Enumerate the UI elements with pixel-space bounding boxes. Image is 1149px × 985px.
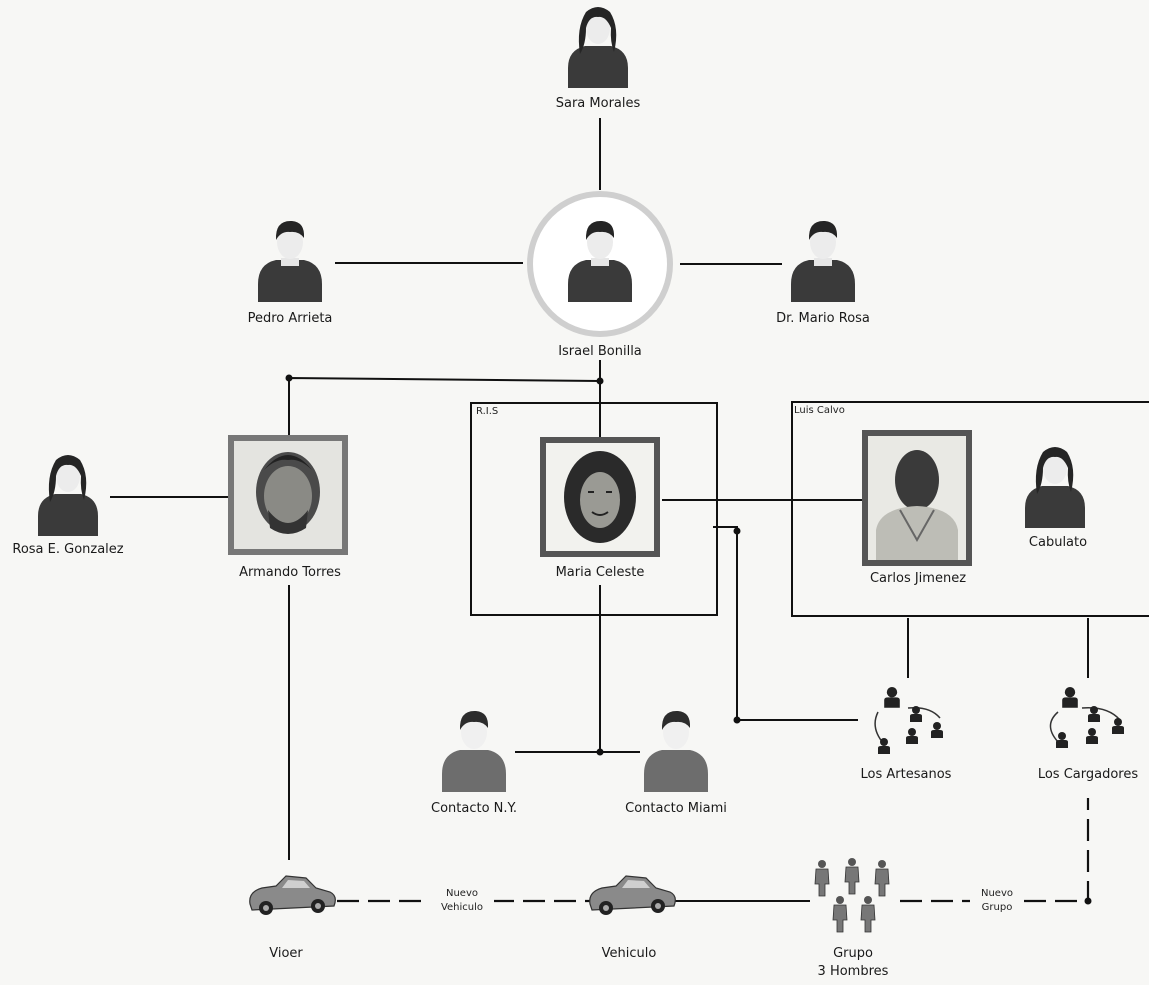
svg-text:Nuevo: Nuevo — [446, 888, 478, 899]
person-female-icon — [568, 7, 628, 88]
node-mario-rosa[interactable]: Dr. Mario Rosa — [776, 220, 870, 326]
node-label-2: 3 Hombres — [818, 964, 889, 979]
node-los-artesanos[interactable]: Los Artesanos — [861, 687, 952, 782]
svg-text:Vehiculo: Vehiculo — [441, 902, 483, 913]
group-box-luis-calvo — [791, 401, 1149, 617]
node-vehiculo-1[interactable]: Vioer — [249, 875, 336, 961]
node-sara-morales[interactable]: Sara Morales — [556, 7, 641, 111]
car-icon — [589, 875, 676, 916]
node-label: Rosa E. Gonzalez — [12, 542, 123, 557]
node-label: Dr. Mario Rosa — [776, 311, 870, 326]
person-male-icon — [791, 220, 855, 302]
svg-text:Nuevo: Nuevo — [981, 888, 1013, 899]
svg-text:Grupo: Grupo — [982, 902, 1013, 913]
node-label: Los Cargadores — [1038, 767, 1139, 782]
node-label: Grupo — [833, 946, 873, 961]
node-label: Sara Morales — [556, 96, 641, 111]
node-cabulato[interactable]: Cabulato — [1025, 447, 1087, 550]
node-label: Maria Celeste — [556, 565, 645, 580]
edge-label-nuevo-grupo: Nuevo Grupo — [970, 884, 1024, 914]
person-male-icon — [644, 710, 708, 792]
node-label: Vioer — [269, 946, 303, 961]
node-rosa-gonzalez[interactable]: Rosa E. Gonzalez — [12, 455, 124, 557]
car-icon — [249, 875, 336, 916]
node-label: Pedro Arrieta — [248, 311, 333, 326]
node-los-cargadores[interactable]: Los Cargadores — [1038, 687, 1139, 782]
node-vehiculo-2[interactable]: Vehiculo — [589, 875, 676, 961]
edge-label-nuevo-vehiculo: Nuevo Vehiculo — [430, 884, 494, 914]
node-label: Vehiculo — [602, 946, 657, 961]
men-group-icon — [814, 857, 890, 933]
group-network-icon — [1049, 687, 1124, 748]
node-israel-bonilla[interactable]: Israel Bonilla — [527, 191, 673, 359]
node-label: Carlos Jimenez — [870, 571, 966, 586]
node-contacto-miami[interactable]: Contacto Miami — [625, 710, 727, 816]
node-armando-torres[interactable]: Armando Torres — [228, 435, 348, 580]
person-male-icon — [442, 710, 506, 792]
edge-israel-armando — [288, 376, 601, 435]
node-label: Israel Bonilla — [558, 344, 642, 359]
group-network-icon — [874, 687, 943, 754]
node-pedro-arrieta[interactable]: Pedro Arrieta — [248, 220, 333, 326]
node-label: Armando Torres — [239, 565, 341, 580]
node-maria-celeste[interactable]: Maria Celeste — [540, 437, 660, 580]
person-female-icon — [1025, 447, 1085, 528]
edge-maria-artesanos — [713, 526, 858, 721]
person-female-icon — [38, 455, 98, 536]
node-contacto-ny[interactable]: Contacto N.Y. — [431, 710, 517, 816]
node-grupo-3-hombres[interactable]: Grupo 3 Hombres — [814, 857, 890, 979]
node-label: Contacto N.Y. — [431, 801, 517, 816]
node-label: Los Artesanos — [861, 767, 952, 782]
person-male-icon — [258, 220, 322, 302]
group-box-ris — [470, 402, 718, 616]
node-label: Contacto Miami — [625, 801, 727, 816]
node-label: Cabulato — [1029, 535, 1087, 550]
junction-dots — [285, 374, 1092, 905]
node-carlos-jimenez[interactable]: Carlos Jimenez — [862, 430, 972, 586]
group-label-ris: R.I.S — [476, 406, 498, 417]
group-label-luis-calvo: Luis Calvo — [794, 405, 845, 416]
